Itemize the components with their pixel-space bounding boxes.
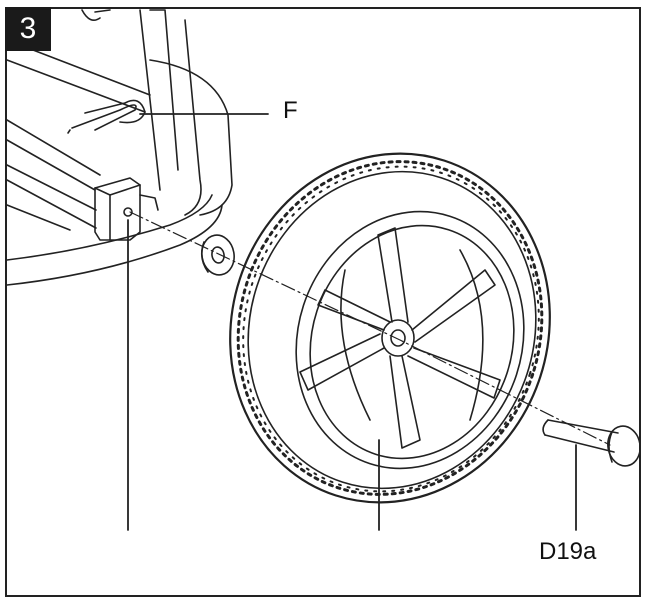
chassis-frame <box>6 9 233 286</box>
leader-lines <box>127 113 577 531</box>
hairpin-clip <box>67 99 146 134</box>
figure-border <box>5 7 641 597</box>
wheel <box>229 152 551 504</box>
axle-bracket <box>94 177 159 241</box>
step-number: 3 <box>19 12 37 45</box>
axis-line <box>129 211 611 446</box>
washer <box>200 234 235 276</box>
callout-label-f: F <box>283 97 298 124</box>
callout-label-d19a: D19a <box>539 538 597 565</box>
step-number-badge: 3 <box>5 7 51 51</box>
